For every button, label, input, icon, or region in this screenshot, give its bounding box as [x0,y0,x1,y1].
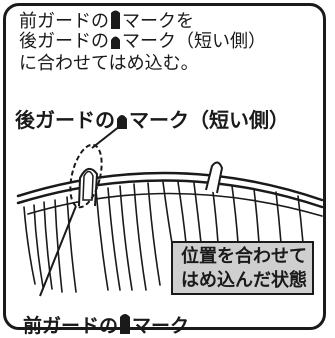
status-text: 位置を合わせて はめ込んだ状態 [181,245,307,293]
guard-rim-outer [16,171,324,202]
rear-mark-on-guard [78,167,99,207]
highlight-ellipse [69,143,103,209]
rear-mark-label: 後ガードのマーク（短い側） [15,104,289,133]
guard-wires [23,181,304,293]
leader-front [39,205,77,297]
instruction-line-1-after: マークを [122,11,194,32]
status-line-2: はめ込んだ状態 [181,270,307,291]
guard-clip-right [205,161,224,194]
rear-label-before: 後ガードの [15,108,115,132]
instruction-line-1: 前ガードのマークを [19,9,266,32]
rear-mark-icon [111,36,120,49]
rear-mark-icon [117,115,127,129]
instruction-line-2: 後ガードのマーク（短い側） [19,31,266,53]
leader-rear [91,125,121,149]
guard-rim-inner [16,179,324,209]
status-callout: 位置を合わせて はめ込んだ状態 [171,241,314,295]
rear-label-after: マーク（短い側） [129,108,289,132]
front-mark-icon [111,10,120,29]
front-label-before: 前ガードの [23,315,119,337]
guard-rim-back [27,192,323,217]
front-label-after: マーク [132,315,190,337]
instruction-line-2-before: 後ガードの [19,31,109,52]
instruction-line-3: に合わせてはめ込む。 [19,53,199,74]
front-mark-label: 前ガードのマーク [23,311,189,338]
instruction-line-2-after: マーク（短い側） [122,31,266,52]
status-line-1: 位置を合わせて [181,246,307,267]
front-mark-icon [120,314,131,334]
instruction-text: 前ガードのマークを 後ガードのマーク（短い側） に合わせてはめ込む。 [19,9,266,75]
instruction-line-1-before: 前ガードの [19,11,109,32]
